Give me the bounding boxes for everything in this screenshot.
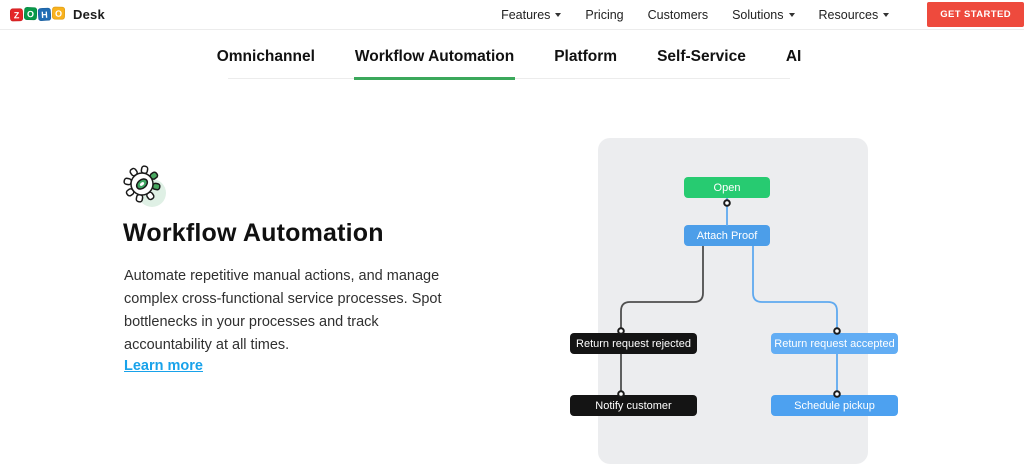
tab-platform[interactable]: Platform [553, 42, 618, 80]
feature-description: Automate repetitive manual actions, and … [124, 265, 460, 357]
nav-item-pricing[interactable]: Pricing [585, 8, 623, 22]
nav-item-customers[interactable]: Customers [648, 8, 708, 22]
logo-letter-o1: O [24, 7, 37, 20]
nav-item-label: Solutions [732, 8, 783, 22]
logo-letter-o2: O [52, 7, 65, 20]
chevron-down-icon [883, 13, 889, 17]
page-title: Workflow Automation [123, 219, 384, 248]
top-navigation: Features Pricing Customers Solutions Res… [501, 2, 1024, 27]
tab-ai[interactable]: AI [785, 42, 803, 80]
zoho-logo-icon: Z O H O [10, 8, 65, 22]
nav-item-label: Resources [819, 8, 879, 22]
nav-item-resources[interactable]: Resources [819, 8, 890, 22]
tab-self-service[interactable]: Self-Service [656, 42, 747, 80]
get-started-button[interactable]: GET STARTED [927, 2, 1024, 27]
flow-node-return-request-rejected[interactable]: Return request rejected [570, 333, 697, 354]
flow-node-schedule-pickup[interactable]: Schedule pickup [771, 395, 898, 416]
tab-workflow-automation[interactable]: Workflow Automation [354, 42, 515, 80]
flow-node-return-request-accepted[interactable]: Return request accepted [771, 333, 898, 354]
flow-node-open[interactable]: Open [684, 177, 770, 198]
logo-letter-h: H [38, 8, 52, 22]
zoho-desk-logo[interactable]: Z O H O Desk [10, 7, 105, 22]
flow-node-attach-proof[interactable]: Attach Proof [684, 225, 770, 246]
nav-item-label: Features [501, 8, 550, 22]
logo-letter-z: Z [10, 8, 23, 21]
top-header: Z O H O Desk Features Pricing Customers … [0, 0, 1024, 30]
nav-item-features[interactable]: Features [501, 8, 561, 22]
chevron-down-icon [555, 13, 561, 17]
gear-icon [121, 162, 171, 217]
chevron-down-icon [789, 13, 795, 17]
learn-more-link[interactable]: Learn more [124, 358, 203, 374]
feature-tabbar: Omnichannel Workflow Automation Platform… [228, 42, 790, 79]
product-name: Desk [73, 7, 105, 22]
nav-item-label: Customers [648, 8, 708, 22]
tab-omnichannel[interactable]: Omnichannel [216, 42, 316, 80]
flow-node-notify-customer[interactable]: Notify customer [570, 395, 697, 416]
nav-item-solutions[interactable]: Solutions [732, 8, 794, 22]
nav-item-label: Pricing [585, 8, 623, 22]
